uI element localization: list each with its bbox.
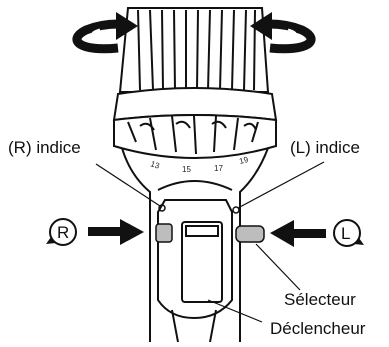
- r-indice-label: (R) indice: [8, 138, 81, 157]
- drill-chuck: [120, 8, 268, 92]
- l-symbol-label: L: [341, 224, 350, 243]
- index-marks: [159, 205, 239, 213]
- clutch-tick-19: 19: [238, 155, 249, 166]
- selector-right-button: [236, 226, 264, 242]
- selector-left-button: [156, 224, 172, 242]
- trigger: [182, 222, 222, 302]
- push-arrow-icon-right: [270, 220, 326, 247]
- clutch-tick-17: 17: [214, 164, 223, 173]
- r-symbol: R: [46, 219, 76, 245]
- declencheur-label: Déclencheur: [270, 319, 366, 338]
- selecteur-label: Sélecteur: [284, 290, 356, 309]
- clutch-ring: [114, 88, 276, 158]
- r-symbol-label: R: [57, 223, 69, 242]
- l-indice-label: (L) indice: [290, 138, 360, 157]
- clutch-tick-15: 15: [182, 165, 191, 174]
- clutch-tick-13: 13: [149, 159, 161, 170]
- l-symbol: L: [334, 220, 364, 246]
- push-arrow-icon-left: [88, 219, 144, 245]
